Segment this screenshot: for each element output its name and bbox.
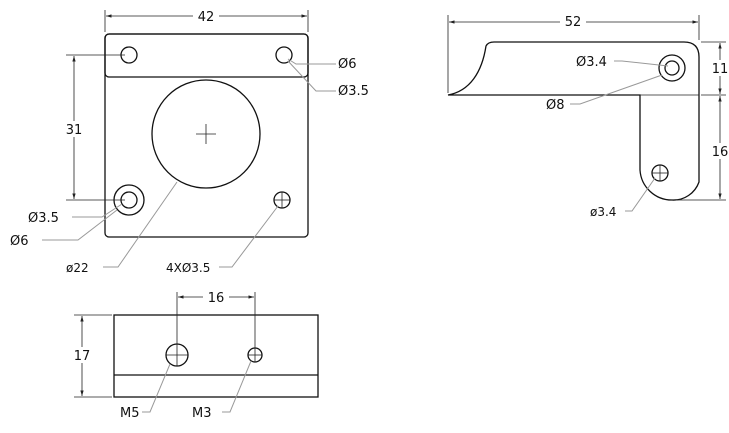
bottom-hole-label: ø3.4 bbox=[590, 205, 616, 219]
leader-mount-holes bbox=[219, 205, 279, 268]
leader-counterbore-inner bbox=[287, 60, 336, 92]
leader-bottom-hole bbox=[625, 177, 656, 212]
leader-counterbore-outer bbox=[287, 58, 336, 65]
counterbore-inner-label: Ø3.5 bbox=[338, 84, 369, 99]
leader-left-inner bbox=[72, 203, 123, 218]
leader-left-outer bbox=[42, 209, 118, 241]
width-label: 42 bbox=[198, 10, 215, 25]
front-top-flange bbox=[104, 33, 309, 78]
height-label: 31 bbox=[66, 123, 83, 138]
left-hole-outer-label: Ø6 bbox=[10, 234, 29, 249]
side-view: 52 11 16 Ø3.4 Ø8 ø3.4 bbox=[447, 13, 729, 219]
center-hole-label: ø22 bbox=[66, 261, 89, 275]
left-hole-inner-label: Ø3.5 bbox=[28, 211, 59, 226]
front-view: 42 31 Ø6 Ø3.5 Ø3.5 Ø6 ø22 4XØ3.5 bbox=[10, 8, 369, 275]
bottom-view: 16 17 M5 M3 bbox=[70, 289, 319, 421]
mount-holes-label: 4XØ3.5 bbox=[166, 261, 210, 275]
leader-top-hole bbox=[614, 60, 669, 67]
leader-top-radius bbox=[570, 74, 663, 105]
top-hole-inner bbox=[664, 60, 680, 76]
top-radius-label: Ø8 bbox=[546, 98, 565, 113]
leader-center-hole bbox=[103, 181, 178, 268]
m5-label: M5 bbox=[120, 406, 140, 421]
side-upper-height-label: 11 bbox=[712, 62, 729, 77]
top-right-hole bbox=[275, 46, 293, 64]
center-hole bbox=[151, 79, 261, 189]
counterbore-outer-label: Ø6 bbox=[338, 57, 357, 72]
top-hole-label: Ø3.4 bbox=[576, 55, 607, 70]
m3-label: M3 bbox=[192, 406, 212, 421]
top-hole-outer bbox=[658, 54, 686, 82]
spacing-label: 16 bbox=[208, 291, 225, 306]
side-lower-height-label: 16 bbox=[712, 145, 729, 160]
bracket-profile bbox=[447, 41, 700, 201]
side-width-label: 52 bbox=[565, 15, 582, 30]
bottom-height-label: 17 bbox=[74, 349, 91, 364]
bottom-block-outline bbox=[113, 314, 319, 398]
leader-m3 bbox=[222, 360, 252, 413]
leader-m5 bbox=[142, 363, 171, 413]
